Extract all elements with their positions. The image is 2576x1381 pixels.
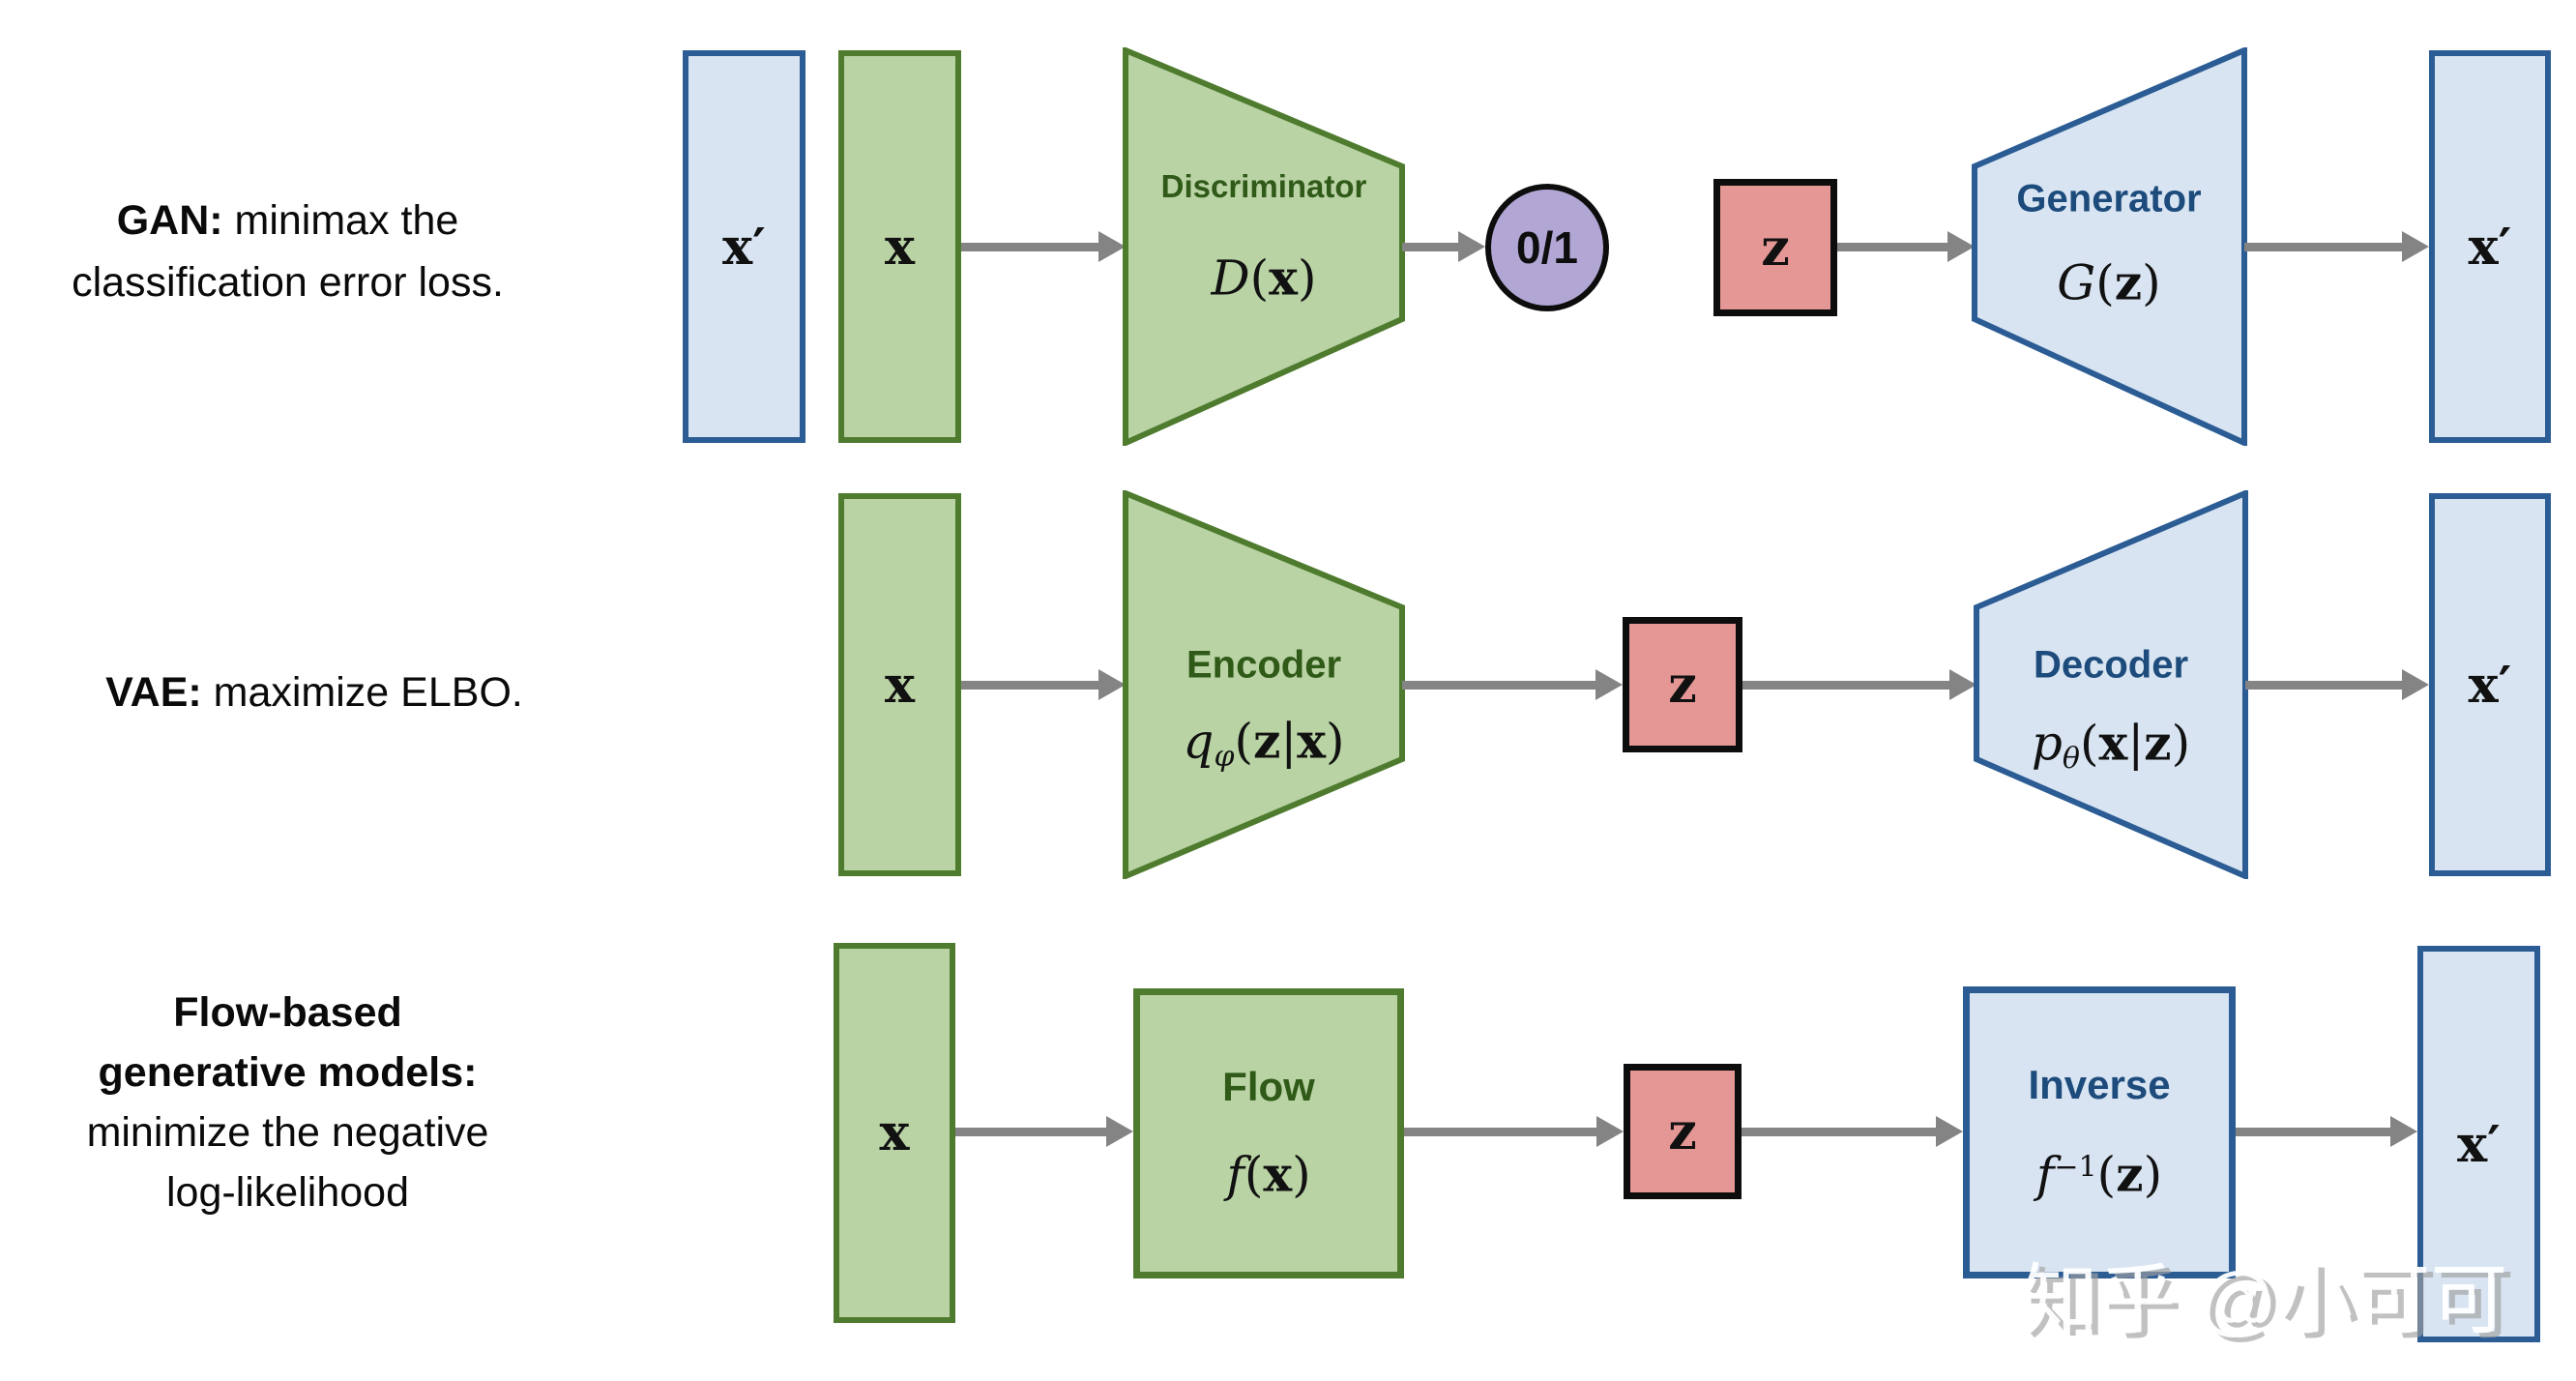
flow-z-box: z [1624,1064,1742,1199]
flow-caption-line2: generative models: [98,1049,478,1096]
decoder-title: Decoder [2033,643,2189,687]
inverse-title: Inverse [2028,1062,2171,1107]
discriminator-title: Discriminator [1160,168,1367,204]
zhihu-watermark: 知乎 @小可可 [2021,1257,2508,1343]
encoder-formula: qφ(z|x) [1183,712,1345,774]
gan-z-label: z [1761,218,1790,278]
gan-output-circle: 0/1 [1485,184,1609,311]
discriminator-trapezoid [1123,47,1405,446]
gan-caption-line2: classification error loss. [72,259,504,306]
generator-trapezoid [1972,47,2247,446]
gan-xprime-left-label: x′ [722,217,766,277]
vae-xprime-label: x′ [2468,655,2512,715]
vae-x-label: x [884,655,915,715]
flow-x-box: x [834,943,955,1323]
discriminator-formula: D(x) [1211,249,1317,307]
vae-caption-line1: VAE: maximize ELBO. [105,669,523,716]
flow-xprime-box: x′ [2417,946,2540,1342]
flow-formula: f(x) [1226,1145,1311,1203]
flow-caption-line4: log-likelihood [166,1169,409,1216]
gan-caption: GAN: minimax the classification error lo… [5,190,571,313]
flow-caption: Flow-based generative models: minimize t… [5,983,571,1222]
gan-xprime-left-box: x′ [683,50,805,443]
generator-formula: G(z) [2057,253,2161,311]
encoder-trapezoid [1123,490,1405,879]
vae-caption: VAE: maximize ELBO. [5,661,624,723]
gan-x-box: x [838,50,961,443]
flow-caption-line1: Flow-based [173,989,402,1036]
inverse-function-box [1963,986,2236,1278]
gan-x-label: x [884,217,915,277]
vae-z-label: z [1668,655,1697,715]
gan-xprime-right-label: x′ [2468,217,2512,277]
flow-function-box [1133,988,1404,1278]
decoder-trapezoid [1974,490,2248,879]
gan-caption-line1: GAN: minimax the [116,197,459,244]
decoder-formula: pθ(x|z) [2031,714,2191,776]
vae-x-box: x [838,493,961,876]
vae-xprime-box: x′ [2429,493,2551,876]
vae-z-box: z [1623,617,1742,752]
flow-title: Flow [1222,1064,1315,1109]
flow-xprime-label: x′ [2457,1114,2501,1174]
encoder-title: Encoder [1186,643,1342,687]
gan-z-box: z [1713,179,1837,316]
generator-title: Generator [2016,177,2202,220]
gan-xprime-right-box: x′ [2429,50,2551,443]
flow-z-label: z [1668,1102,1697,1161]
flow-x-label: x [879,1103,910,1162]
inverse-formula: f−1(z) [2035,1145,2163,1203]
flow-caption-line3: minimize the negative [86,1109,489,1156]
gan-output-label: 0/1 [1516,222,1578,273]
